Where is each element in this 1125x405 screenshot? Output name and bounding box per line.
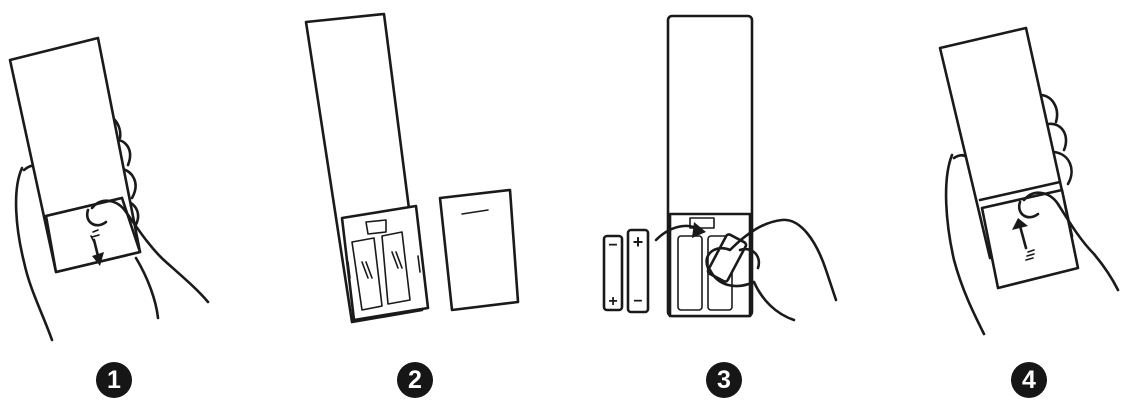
step-4-illustration [930, 0, 1125, 350]
battery-minus-mark: − [633, 293, 642, 310]
step-2-badge: 2 [397, 362, 433, 398]
step-3-badge: 3 [706, 362, 742, 398]
step-1-badge: 1 [96, 362, 132, 398]
battery-compartment [342, 206, 428, 320]
sliding-cover [982, 190, 1078, 288]
step-3-illustration: + − + − [590, 0, 850, 350]
battery-plus-mark: + [608, 293, 617, 310]
battery-plus-mark: + [633, 232, 644, 252]
step-1-illustration [0, 0, 230, 350]
loose-batteries: + − + − [604, 230, 648, 312]
step-2-illustration [290, 0, 530, 350]
step-4-badge: 4 [1011, 362, 1047, 398]
battery-cover [440, 190, 518, 310]
battery-minus-mark: − [608, 237, 617, 254]
